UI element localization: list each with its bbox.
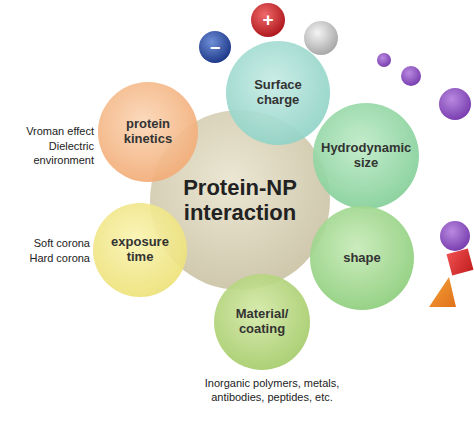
note-text: Dielectric environment xyxy=(0,139,94,168)
circle-fill xyxy=(310,206,414,310)
circle-fill xyxy=(226,41,330,145)
node-label: exposure time xyxy=(105,235,175,265)
positive-charge-symbol xyxy=(251,3,285,37)
circle-fill xyxy=(313,103,419,209)
medium-particle xyxy=(401,66,421,86)
note-text: Soft corona xyxy=(0,236,90,250)
node-label: shape xyxy=(322,251,402,266)
factor-circle: protein kinetics xyxy=(98,82,198,182)
factor-circle: Hydrodynamic size xyxy=(313,103,419,209)
node-label: Hydrodynamic size xyxy=(321,141,411,171)
large-particle xyxy=(439,88,471,120)
cube-shape xyxy=(447,249,474,276)
note-text: Inorganic polymers, metals, antibodies, … xyxy=(192,376,352,405)
node-label: protein kinetics xyxy=(113,117,183,147)
triangle-shape xyxy=(429,277,456,307)
node-label: Material/ coating xyxy=(223,307,301,337)
neutral-charge-symbol xyxy=(304,21,338,55)
node-label: Protein-NP interaction xyxy=(165,175,315,226)
factor-circle: shape xyxy=(310,206,414,310)
note-text: Vroman effect xyxy=(0,124,94,138)
sphere-shape xyxy=(440,221,470,251)
factor-circle: Material/ coating xyxy=(214,274,310,370)
negative-charge-symbol xyxy=(199,31,231,63)
note-text: Hard corona xyxy=(0,251,90,265)
circle-fill xyxy=(98,82,198,182)
circle-fill xyxy=(214,274,310,370)
small-particle xyxy=(377,53,391,67)
factor-circle: Surface charge xyxy=(226,41,330,145)
plus-sign: + xyxy=(252,9,284,31)
circle-fill xyxy=(93,203,187,297)
factor-circle: exposure time xyxy=(93,203,187,297)
minus-sign: − xyxy=(199,38,231,59)
node-label: Surface charge xyxy=(238,78,318,108)
